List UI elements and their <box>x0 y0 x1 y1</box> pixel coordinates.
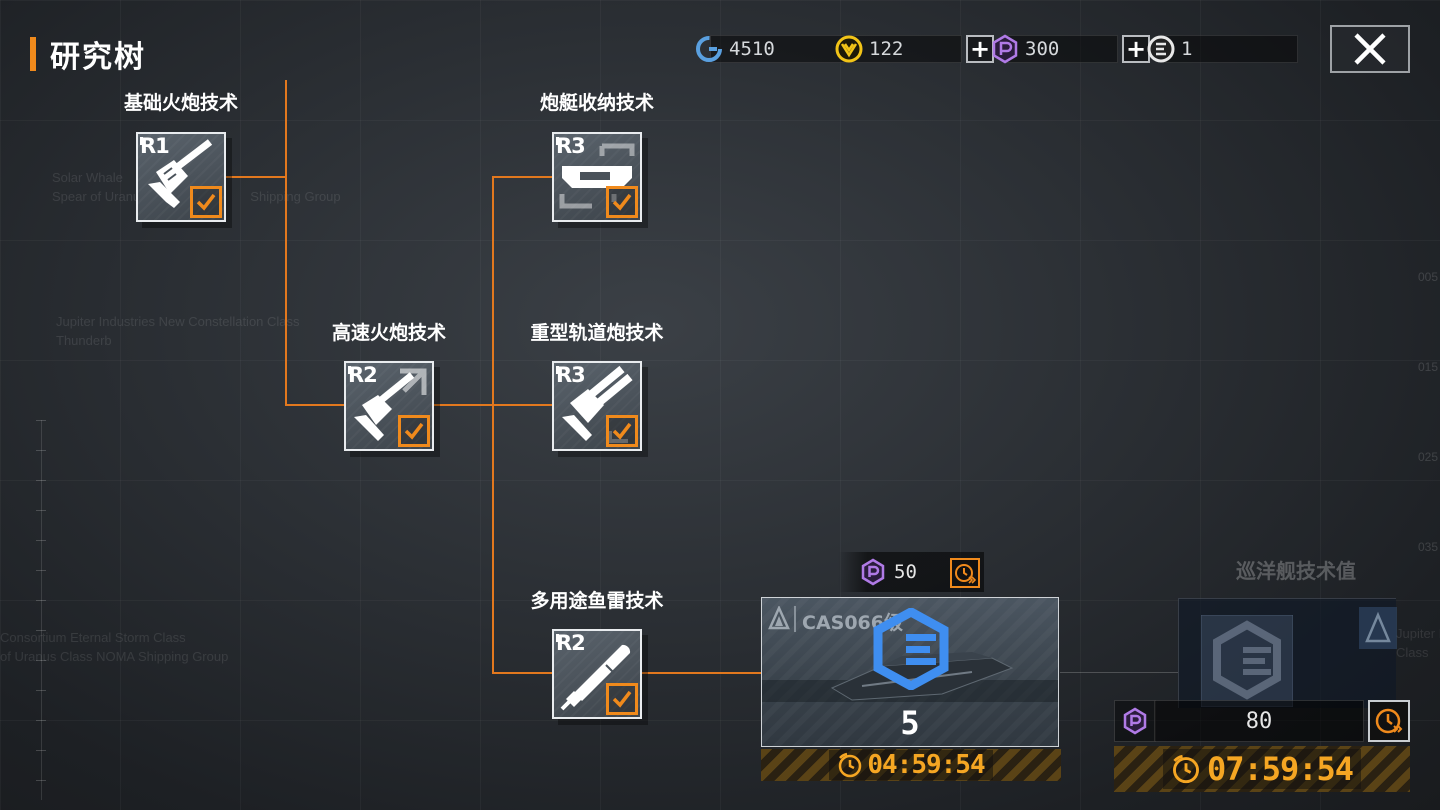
ship-unlock-card[interactable]: CAS066级 5 <box>761 597 1059 747</box>
tree-connector <box>226 176 286 178</box>
clock-icon <box>1172 754 1199 784</box>
credits-value: 4510 <box>710 35 850 63</box>
ship-count: 5 <box>900 704 920 742</box>
tree-connector <box>642 672 762 674</box>
close-icon <box>1354 33 1386 65</box>
rank-badge: R2 <box>348 363 378 387</box>
completed-check-icon <box>606 415 638 447</box>
node-label: 炮艇收纳技术 <box>539 92 654 114</box>
currency-token: 1 <box>1146 34 1298 64</box>
edge-number: 025 <box>1417 450 1438 464</box>
bg-text-a: Solar Whale Spear of Uranus Shipping Gro… <box>52 170 341 204</box>
tech-node-rapid-cannon[interactable]: R2 <box>344 361 440 457</box>
credit-g-icon <box>696 36 722 62</box>
unlock-cost-value: 50 <box>894 561 917 583</box>
tech-node-heavy-railgun[interactable]: R3 <box>552 361 648 457</box>
gold-v-icon <box>835 35 863 63</box>
add-gold-button[interactable]: + <box>966 35 994 63</box>
speedup-clock-icon <box>955 564 976 584</box>
torpedo-icon <box>560 644 631 711</box>
node-label: 重型轨道炮技术 <box>530 322 664 344</box>
tree-connector <box>492 672 553 674</box>
next-unlock-cost: 80 <box>1114 700 1410 742</box>
completed-check-icon <box>190 186 222 218</box>
rank-badge: R3 <box>556 363 586 387</box>
rank-badge: R2 <box>556 631 586 655</box>
completed-check-icon <box>398 415 430 447</box>
ship-timer: 04:59:54 <box>761 749 1061 781</box>
tech-p-icon <box>1123 707 1147 735</box>
cruiser-class-icon <box>768 606 790 630</box>
tech-value: 300 <box>1006 35 1118 63</box>
ruler-ticks <box>36 420 46 800</box>
currency-tech: 300 + <box>990 34 1150 64</box>
tech-p-icon <box>992 34 1018 64</box>
next-speedup-button[interactable] <box>1368 700 1410 742</box>
next-timer-value: 07:59:54 <box>1206 750 1354 788</box>
unlock-cost-bar: 50 <box>838 552 984 592</box>
tech-node-basic-cannon[interactable]: R1 <box>136 132 232 228</box>
gold-value: 122 <box>850 35 962 63</box>
tree-connector <box>285 80 287 406</box>
token-value: 1 <box>1162 35 1298 63</box>
node-label: 基础火炮技术 <box>123 92 238 114</box>
bg-text-b: Jupiter Industries New Constellation Cla… <box>56 314 300 348</box>
basic-cannon-icon <box>148 139 213 208</box>
title-accent-bar <box>30 37 36 71</box>
tech-node-torpedo[interactable]: R2 <box>552 629 648 725</box>
completed-check-icon <box>606 683 638 715</box>
heavy-railgun-icon <box>562 365 633 443</box>
node-label: 高速火炮技术 <box>331 322 446 344</box>
bg-text-c: Consortium Eternal Storm Class of Uranus… <box>0 630 229 664</box>
next-ship-card[interactable] <box>1178 598 1397 708</box>
locked-connector <box>1060 672 1178 673</box>
edge-number: 005 <box>1417 270 1438 284</box>
currency-credits: 4510 <box>694 34 850 64</box>
tree-connector <box>492 176 553 178</box>
tech-p-icon <box>861 558 885 586</box>
next-tech-title: 巡洋舰技术值 <box>1236 559 1356 583</box>
page-header: 研究树 <box>30 32 146 76</box>
tree-connector <box>285 404 345 406</box>
currency-gold: 122 + <box>834 34 994 64</box>
close-button[interactable] <box>1330 25 1410 73</box>
completed-check-icon <box>606 186 638 218</box>
rank-badge: R1 <box>140 134 170 158</box>
gunboat-storage-icon <box>559 143 635 209</box>
next-timer: 07:59:54 <box>1114 746 1410 792</box>
cruiser-tech-icon <box>873 608 949 690</box>
rapid-cannon-icon <box>354 368 427 441</box>
token-e-icon <box>1147 35 1175 63</box>
page-title: 研究树 <box>50 40 146 75</box>
tech-node-gunboat-storage[interactable]: R3 <box>552 132 648 228</box>
rank-badge: R3 <box>556 134 586 158</box>
node-label: 多用途鱼雷技术 <box>530 590 664 612</box>
edge-number: 035 <box>1417 540 1438 554</box>
ship-timer-value: 04:59:54 <box>867 750 985 780</box>
tree-connector <box>492 176 494 674</box>
next-cost-value: 80 <box>1154 700 1364 742</box>
speedup-clock-icon <box>1375 708 1403 734</box>
edge-number: 015 <box>1417 360 1438 374</box>
bg-text-d: Jupiter In Class <box>1396 626 1440 660</box>
cruiser-class-icon <box>1359 607 1397 649</box>
locked-cruiser-icon <box>1201 615 1293 707</box>
speedup-button[interactable] <box>950 558 980 588</box>
clock-icon <box>839 752 862 778</box>
